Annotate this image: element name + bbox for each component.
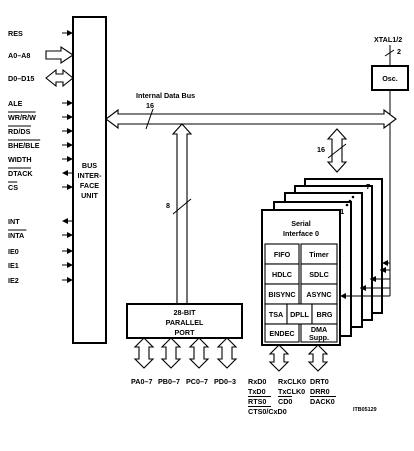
signal-a0-a8-label: A0–A8 [8,51,30,60]
internal-data-bus-arrow [105,108,397,130]
internal-data-bus-width-slash [145,108,154,130]
port-pc0-7-arrow [188,337,210,369]
signal-wr-r-w-arrowhead [67,114,73,120]
signal-ie0-arrowhead [67,248,73,254]
signal-int-label: INT [8,217,20,226]
dma-label-line1: DMA [311,325,327,334]
xtal-slash [384,49,395,57]
signal-width-arrowhead [67,156,73,162]
signal-bhe-ble-label: BHE/BLE [8,141,40,150]
timer-label: Timer [309,250,329,259]
serial-pin-cts0: CTS0/CxD0 [248,407,287,416]
signal-a0-a8-bus-arrow [45,45,74,65]
figure-id: ITB05129 [353,407,377,413]
dma-support-cell [300,323,338,343]
biu-label-line3: FACE [80,181,99,190]
signal-dtack-arrowhead [62,170,68,176]
serial-pin-drt0: DRT0 [310,377,329,386]
serial-pin-drr0: DRR0 [310,387,330,396]
signal-ale-label: ALE [8,99,23,108]
dpll-label: DPLL [290,310,309,319]
serial-pin-txclk0: TxCLK0 [278,387,305,396]
oscillator-label: Osc. [382,74,398,83]
port-pd0-3-label: PD0–3 [214,377,236,386]
signal-wr-r-w-label: WR/R/W [8,113,36,122]
biu-label-line4: UNIT [81,191,98,200]
parallel-port-label-line1: 28-BIT [174,308,197,317]
signal-res-arrowhead [67,30,73,36]
parallel-port-label-line3: PORT [175,328,196,337]
serial-bus-width-slash [327,143,347,159]
signal-int-arrowhead [62,218,68,224]
async-label: ASYNC [306,290,331,299]
serial-pin-txd0: TxD0 [248,387,266,396]
port-pb0-7-label: PB0–7 [158,377,180,386]
signal-inta-arrowhead [67,232,73,238]
parallel-port-bus-width-slash [172,198,192,215]
serial-stack-dot-1 [351,195,355,199]
serial-stack-dot-2 [348,199,352,203]
signal-dtack-label: DTACK [8,169,33,178]
fifo-label: FIFO [274,250,291,259]
port-pa0-7-arrow [133,337,155,369]
port-arrow-group: PA0–7 PB0–7 PC0–7 PD0–3 [131,337,238,386]
serial-pin-dack0: DACK0 [310,397,335,406]
serial-pin-rxclk0: RxCLK0 [278,377,306,386]
xtal-count: 2 [397,47,401,56]
endec-cell [264,323,300,343]
signal-ie0-label: IE0 [8,247,19,256]
serial-pin-rts0: RTS0 [248,397,266,406]
signal-rd-ds-arrowhead [67,128,73,134]
signal-cs-arrowhead [67,184,73,190]
brg-label: BRG [317,310,333,319]
sdlc-label: SDLC [309,270,329,279]
serial-interface-0-title2: Interface 0 [283,229,319,238]
signal-res-label: RES [8,29,23,38]
internal-data-bus-width: 16 [146,101,154,110]
endec-label: ENDEC [269,329,294,338]
parallel-port-bus-width: 8 [166,201,170,210]
dma-label-line2: Supp. [309,333,329,342]
oscillator-box [371,65,409,91]
serial-pin-rxd0: RxD0 [248,377,266,386]
bus-interface-unit-box [72,16,107,344]
signal-ie2-arrowhead [67,277,73,283]
signal-rd-ds-label: RD/DS [8,127,31,136]
signal-ie1-arrowhead [67,262,73,268]
serial-stack-dot-3 [345,203,349,207]
port-pd0-3-arrow [216,337,238,369]
clock-feed-lines [340,260,391,299]
port-pb0-7-arrow [160,337,182,369]
signal-d0-d15-label: D0–D15 [8,74,34,83]
serial-pin-arrows [268,344,329,372]
tsa-label: TSA [269,310,283,319]
hdlc-label: HDLC [272,270,292,279]
xtal-label: XTAL1/2 [374,35,402,44]
serial-pin-cd0: CD0 [278,397,292,406]
bisync-label: BISYNC [268,290,295,299]
signal-ie2-label: IE2 [8,276,19,285]
serial-interface-0-title1: Serial [291,219,311,228]
serial-stack-label-1: 1 [340,207,345,216]
biu-label-line1: BUS [82,161,97,170]
internal-data-bus-label: Internal Data Bus [136,91,195,100]
serial-bus-width: 16 [317,145,325,154]
signal-inta-label: INTA [8,231,24,240]
signal-d0-d15-bus-arrow [45,68,74,88]
signal-ie1-label: IE1 [8,261,19,270]
parallel-port-label-line2: PARALLEL [166,318,204,327]
signal-width-label: WIDTH [8,155,32,164]
port-pc0-7-label: PC0–7 [186,377,208,386]
signal-ale-arrowhead [67,100,73,106]
signal-cs-label: CS [8,183,18,192]
signal-bhe-ble-arrowhead [67,142,73,148]
port-pa0-7-label: PA0–7 [131,377,152,386]
parallel-port-bus-arrow [171,123,193,305]
biu-label-line2: INTER- [78,171,103,180]
serial-stack-label-7: 7 [366,182,370,191]
parallel-port-box [126,303,243,339]
